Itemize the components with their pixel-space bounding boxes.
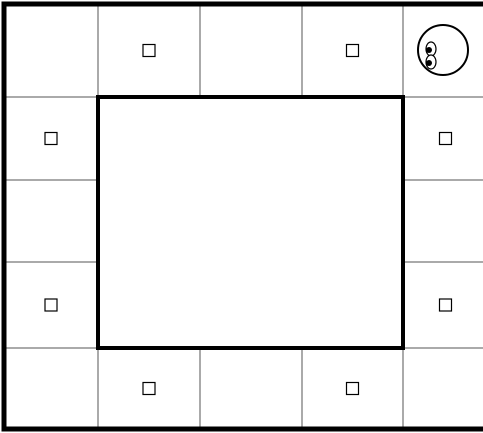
square-pellet-icon: [45, 299, 57, 311]
board-cell-r2-c0: [4, 180, 98, 262]
board-cell-r3-c0: [4, 262, 98, 348]
square-pellet-icon: [440, 299, 452, 311]
board-cell-r4-c0: [4, 348, 98, 429]
board-cell-r4-c1: [98, 348, 200, 429]
board-cell-r0-c2: [200, 4, 302, 97]
square-pellet-icon: [440, 133, 452, 145]
board-cell-r0-c3: [302, 4, 403, 97]
board-cell-r4-c4: [403, 348, 483, 429]
cell-frame: [4, 180, 98, 262]
ghost-pupil-upper: [426, 47, 432, 53]
board-cell-r0-c0: [4, 4, 98, 97]
cell-frame: [200, 4, 302, 97]
square-pellet-icon: [45, 133, 57, 145]
cell-frame: [4, 4, 98, 97]
ghost-pupil-lower: [426, 60, 432, 66]
board-cell-r0-c1: [98, 4, 200, 97]
board-cell-r1-c4: [403, 97, 483, 180]
cell-frame: [4, 348, 98, 429]
cell-frame: [200, 348, 302, 429]
board-cell-r0-c4: [403, 4, 483, 97]
square-pellet-icon: [143, 383, 155, 395]
board-cell-r4-c3: [302, 348, 403, 429]
cell-frame: [403, 180, 483, 262]
board-cell-r4-c2: [200, 348, 302, 429]
square-pellet-icon: [347, 383, 359, 395]
board-cell-r1-c0: [4, 97, 98, 180]
cell-frame: [403, 348, 483, 429]
board-cell-r2-c4: [403, 180, 483, 262]
board-cell-r3-c4: [403, 262, 483, 348]
square-pellet-icon: [347, 45, 359, 57]
ghost-face-icon: [418, 25, 468, 75]
square-pellet-icon: [143, 45, 155, 57]
